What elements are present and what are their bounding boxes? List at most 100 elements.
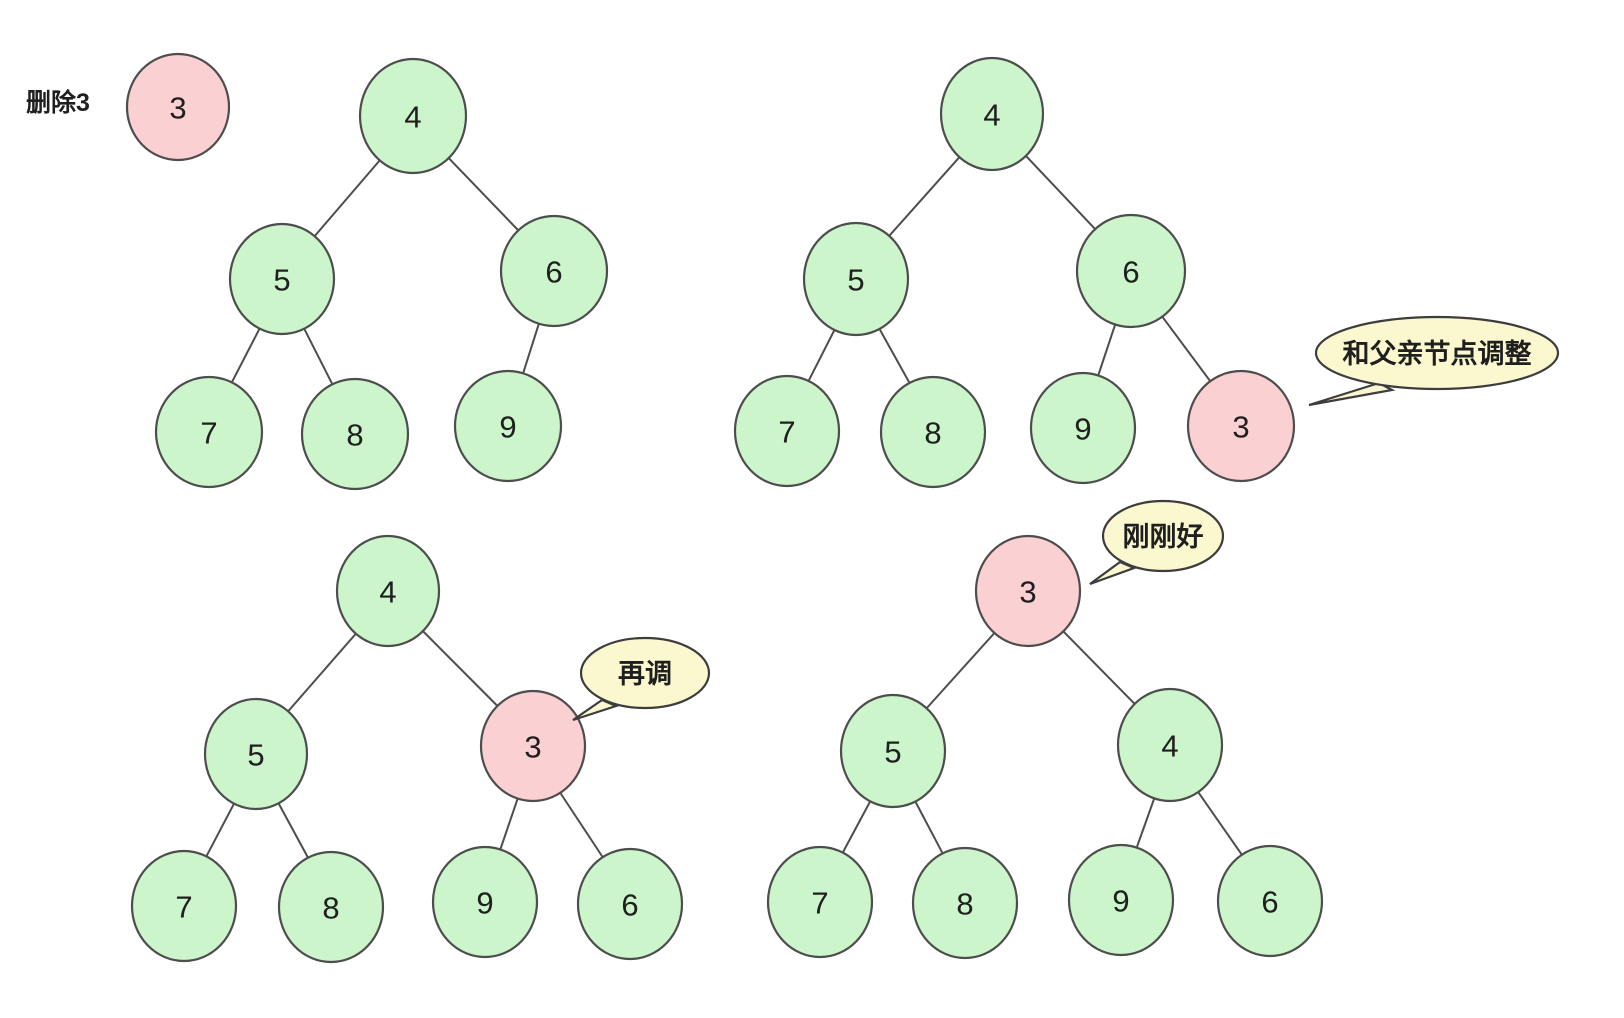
tree-edge-n5-n7 — [230, 326, 262, 385]
panel-bottom-right-group: 3 5 4 7 8 9 6 刚刚好 — [766, 499, 1324, 960]
tree-node[interactable]: 6 — [576, 847, 684, 961]
node-value-label: 5 — [884, 735, 901, 770]
tree-node[interactable]: 9 — [431, 845, 539, 959]
bubble-label: 和父亲节点调整 — [1343, 339, 1532, 369]
tree-node[interactable]: 7 — [154, 375, 264, 489]
node-shape-7 — [154, 375, 264, 489]
node-shape-5 — [802, 221, 910, 337]
node-shape-9 — [453, 369, 563, 483]
tree-node[interactable]: 4 — [1116, 687, 1224, 803]
node-value-label: 3 — [1232, 410, 1249, 445]
node-value-label: 7 — [811, 886, 828, 921]
tree-node[interactable]: 4 — [939, 56, 1045, 172]
tree-node[interactable]: 7 — [766, 845, 874, 959]
tree-node[interactable]: 6 — [1216, 844, 1324, 958]
node-value-label: 9 — [1074, 412, 1091, 447]
node-value-label: 8 — [322, 891, 339, 926]
tree-edge-n4-n6 — [1196, 790, 1244, 857]
node-shape-7 — [130, 849, 238, 963]
tree-edge-n4-n9 — [1135, 796, 1156, 850]
node-shape-8 — [277, 850, 385, 964]
tree-node[interactable]: 4 — [358, 57, 468, 175]
node-shape-6 — [1075, 213, 1187, 329]
node-value-label: 9 — [476, 886, 493, 921]
tree-node[interactable]: 9 — [1029, 371, 1137, 485]
bubble-body — [1314, 315, 1560, 391]
node-shape-8 — [879, 375, 987, 489]
tree-edge-n3-n5 — [924, 631, 997, 711]
node-shape-5 — [839, 693, 947, 809]
tree-edge-n4-n6 — [1024, 154, 1098, 231]
node-value-label: 5 — [247, 738, 264, 773]
tree-node[interactable]: 8 — [300, 377, 410, 491]
node-shape-9 — [1029, 371, 1137, 485]
tree-node[interactable]: 3 — [479, 689, 587, 803]
node-value-label: 4 — [379, 575, 396, 610]
tree-node[interactable]: 8 — [277, 850, 385, 964]
node-value-label: 4 — [1161, 729, 1178, 764]
tree-edge-n3-n9 — [498, 796, 520, 852]
node-shape-6 — [576, 847, 684, 961]
bubble-label: 刚刚好 — [1123, 522, 1204, 552]
panel-bottom-left-edges — [204, 629, 605, 860]
node-shape-9 — [431, 845, 539, 959]
node-value-label: 6 — [1122, 255, 1139, 290]
node-value-label: 6 — [621, 888, 638, 923]
node-shape-3 — [1186, 369, 1296, 483]
tree-node[interactable]: 5 — [802, 221, 910, 337]
node-shape-6 — [499, 214, 609, 328]
node-shape-4 — [335, 534, 441, 648]
tree-node[interactable]: 8 — [911, 846, 1019, 960]
panel-top-left-edges — [230, 156, 541, 387]
tree-node[interactable]: 5 — [203, 697, 309, 811]
node-shape-4 — [939, 56, 1045, 172]
panel-top-right-edges — [806, 154, 1213, 385]
detached-deleted-node[interactable]: 3 — [125, 52, 231, 162]
panel-top-left-group: 4 5 6 7 8 9 — [154, 57, 609, 491]
node-value-label: 4 — [983, 98, 1000, 133]
node-shape-6 — [1216, 844, 1324, 958]
delete-operation-caption: 删除3 — [26, 88, 90, 117]
tree-node[interactable]: 7 — [130, 849, 238, 963]
node-shape-3 — [479, 689, 587, 803]
tree-edge-n5-n8 — [302, 326, 334, 387]
node-shape-4 — [358, 57, 468, 175]
tree-edge-n4-n3 — [421, 629, 500, 708]
tree-node[interactable]: 5 — [839, 693, 947, 809]
node-value-label: 9 — [1112, 884, 1129, 919]
tree-edge-n5-n7 — [204, 801, 236, 859]
tree-edge-n6-n3 — [1160, 314, 1213, 384]
node-value-label: 8 — [346, 418, 363, 453]
node-shape-5 — [203, 697, 309, 811]
node-shape-8 — [300, 377, 410, 491]
tree-node[interactable]: 9 — [453, 369, 563, 483]
tree-edge-n4-n5 — [887, 155, 962, 238]
node-value-label: 6 — [545, 255, 562, 290]
bubble-body — [579, 636, 711, 710]
bubble-body — [1101, 499, 1225, 573]
tree-node[interactable]: 9 — [1067, 843, 1175, 957]
node-value-label: 4 — [404, 100, 421, 135]
node-value-label: 6 — [1261, 885, 1278, 920]
tree-node[interactable]: 7 — [733, 374, 841, 488]
tree-node[interactable]: 6 — [1075, 213, 1187, 329]
tree-edge-n5-n7 — [806, 328, 837, 383]
node-shape-4 — [1116, 687, 1224, 803]
node-shape-5 — [228, 222, 336, 336]
node-value-label: 3 — [169, 91, 186, 126]
tree-node[interactable]: 8 — [879, 375, 987, 489]
bubble-parent-adjust: 和父亲节点调整 — [1308, 315, 1560, 407]
tree-node[interactable]: 4 — [335, 534, 441, 648]
tree-edge-n5-n8 — [913, 799, 945, 856]
bubble-label: 再调 — [618, 659, 672, 689]
tree-edge-n5-n7 — [841, 799, 872, 855]
tree-node[interactable]: 5 — [228, 222, 336, 336]
node-shape-3 — [974, 534, 1082, 648]
tree-node[interactable]: 3 — [1186, 369, 1296, 483]
tree-node[interactable]: 6 — [499, 214, 609, 328]
tree-node[interactable]: 3 — [974, 534, 1082, 648]
node-value-label: 5 — [273, 263, 290, 298]
